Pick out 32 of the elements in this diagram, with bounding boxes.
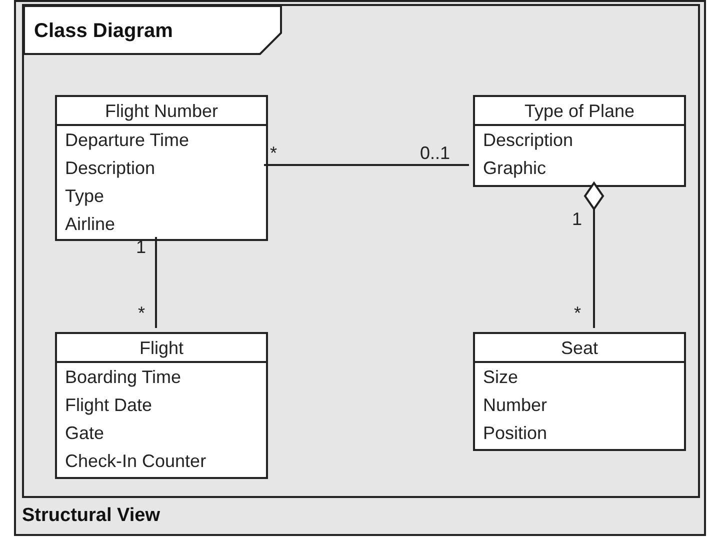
attribute-text: Departure Time — [64, 129, 190, 152]
attribute-text: Check-In Counter — [64, 450, 208, 473]
class-name: Flight — [139, 336, 184, 358]
attribute-text: Description — [64, 157, 156, 180]
class-box — [55, 95, 268, 241]
attribute-text: Graphic — [482, 157, 548, 180]
attribute-text: Description — [482, 129, 574, 152]
attribute-text: Flight Date — [64, 394, 154, 417]
attribute-text: Boarding Time — [64, 366, 182, 389]
frame-title: Class Diagram — [34, 19, 173, 44]
attribute-text: Position — [482, 422, 548, 445]
multiplicity-label: * — [574, 302, 582, 324]
class-box — [473, 95, 686, 187]
class-box — [55, 332, 268, 479]
multiplicity-label: * — [138, 302, 146, 324]
class-box — [473, 332, 686, 451]
attribute-text: Airline — [64, 213, 116, 236]
class-name: Type of Plane — [524, 100, 635, 122]
multiplicity-label: 0..1 — [420, 142, 450, 164]
association-line — [264, 164, 469, 166]
view-title: Structural View — [22, 504, 160, 528]
multiplicity-label: 1 — [572, 208, 582, 230]
multiplicity-label: 1 — [136, 236, 146, 258]
attribute-text: Type — [64, 185, 106, 208]
attribute-text: Size — [482, 366, 520, 389]
association-line — [584, 182, 604, 328]
attribute-text: Gate — [64, 422, 106, 445]
attribute-text: Number — [482, 394, 548, 417]
class-name: Seat — [560, 336, 598, 358]
multiplicity-label: * — [270, 142, 278, 164]
class-name: Flight Number — [104, 100, 218, 122]
association-line — [155, 237, 157, 328]
